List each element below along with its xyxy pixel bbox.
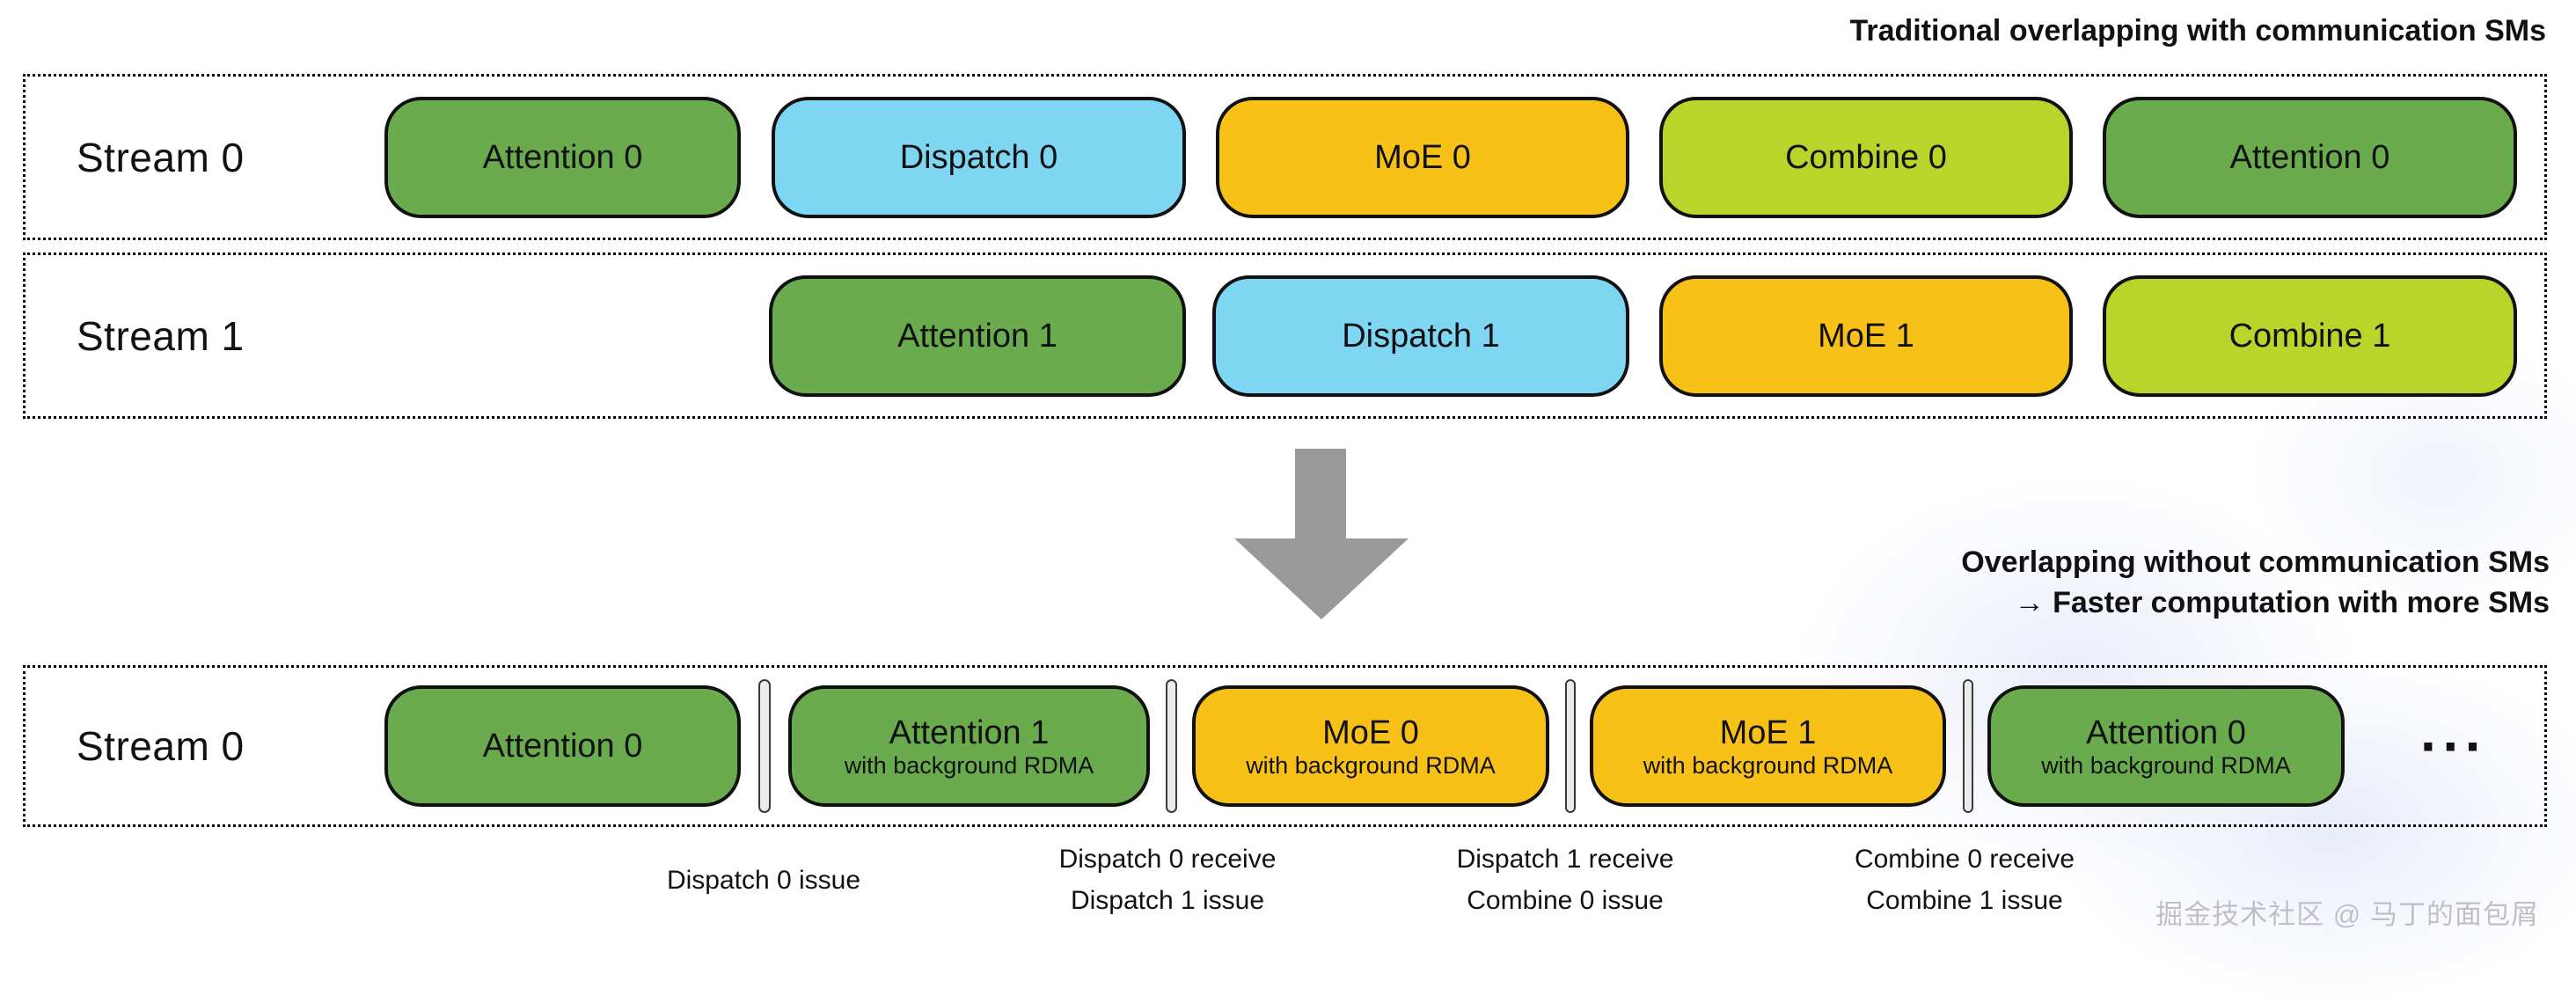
block-moe-1: MoE 1	[1659, 275, 2073, 397]
task-label: Attention 0	[482, 728, 643, 765]
middle-caption-line2: → Faster computation with more SMs	[2014, 586, 2550, 619]
down-arrow-head	[1234, 538, 1409, 619]
task-label: Combine 1	[2228, 317, 2391, 355]
annotation-line: Dispatch 0 receive	[1058, 845, 1277, 874]
block-attention-0: Attention 0	[384, 685, 741, 807]
diagram-canvas: { "titles": { "top": "Traditional overla…	[23, 14, 2576, 1003]
task-label: MoE 0	[1374, 138, 1471, 176]
task-sublabel: with background RDMA	[1246, 751, 1496, 779]
task-label: Attention 0	[2229, 138, 2390, 176]
block-attention-0: Attention 0	[2103, 96, 2517, 218]
stream-track: Attention 1 Dispatch 1 MoE 1 Combine 1	[26, 255, 2544, 416]
task-sublabel: with background RDMA	[1643, 751, 1893, 779]
stream-separator	[1963, 679, 1973, 813]
annotation-line: Combine 0 receive	[1854, 845, 2075, 874]
task-label: Attention 1	[889, 714, 1050, 751]
stream-row-traditional-0: Stream 0 Attention 0 Dispatch 0 MoE 0 Combi…	[23, 74, 2547, 240]
task-sublabel: with background RDMA	[844, 751, 1094, 779]
block-combine-0: Combine 0	[1659, 96, 2073, 218]
annotation-line: Combine 1 issue	[1866, 886, 2063, 915]
continuation-ellipsis: ···	[2420, 714, 2487, 778]
stream-separator	[1565, 679, 1576, 813]
task-label: Combine 0	[1785, 138, 1947, 176]
block-dispatch-1: Dispatch 1	[1212, 275, 1629, 397]
annotation-line: Dispatch 1 issue	[1070, 886, 1265, 915]
block-attention-0: Attention 0	[384, 96, 741, 218]
stream-label: Stream 0	[77, 723, 245, 769]
annotation-line: Combine 0 issue	[1467, 886, 1664, 915]
boundary-annotation: Dispatch 0 issue	[535, 838, 992, 922]
stream-separator	[758, 679, 771, 813]
watermark-credit: 掘金技术社区 @ 马丁的面包屑	[2155, 899, 2539, 930]
block-moe-0: MoE 0	[1216, 96, 1629, 218]
top-caption: Traditional overlapping with communicati…	[1849, 14, 2546, 48]
stream-separator	[1166, 679, 1177, 813]
task-label: MoE 0	[1322, 714, 1419, 751]
middle-caption: Overlapping without communication SMs → …	[1961, 542, 2550, 623]
task-label: Dispatch 0	[899, 138, 1058, 176]
task-label: Attention 1	[897, 317, 1057, 355]
task-label: Attention 0	[482, 138, 643, 176]
block-dispatch-0: Dispatch 0	[772, 96, 1186, 218]
annotation-line: Dispatch 1 receive	[1456, 845, 1674, 874]
stream-label: Stream 1	[77, 312, 245, 359]
stream-row-traditional-1: Stream 1 Attention 1 Dispatch 1 MoE 1 Combi…	[23, 253, 2547, 419]
block-attention-1: Attention 1	[769, 275, 1186, 397]
task-label: Attention 0	[2086, 714, 2246, 751]
task-label: Dispatch 1	[1342, 317, 1500, 355]
stream-track: Attention 0 Dispatch 0 MoE 0 Combine 0 Atten…	[26, 77, 2544, 238]
block-combine-1: Combine 1	[2103, 275, 2517, 397]
middle-caption-line1: Overlapping without communication SMs	[1961, 545, 2550, 579]
down-arrow-stem	[1295, 449, 1346, 540]
task-label: MoE 1	[1818, 317, 1914, 355]
task-label: MoE 1	[1719, 714, 1817, 751]
task-sublabel: with background RDMA	[2041, 751, 2291, 779]
annotation-line: Dispatch 0 issue	[666, 865, 861, 895]
stream-label: Stream 0	[77, 134, 245, 180]
